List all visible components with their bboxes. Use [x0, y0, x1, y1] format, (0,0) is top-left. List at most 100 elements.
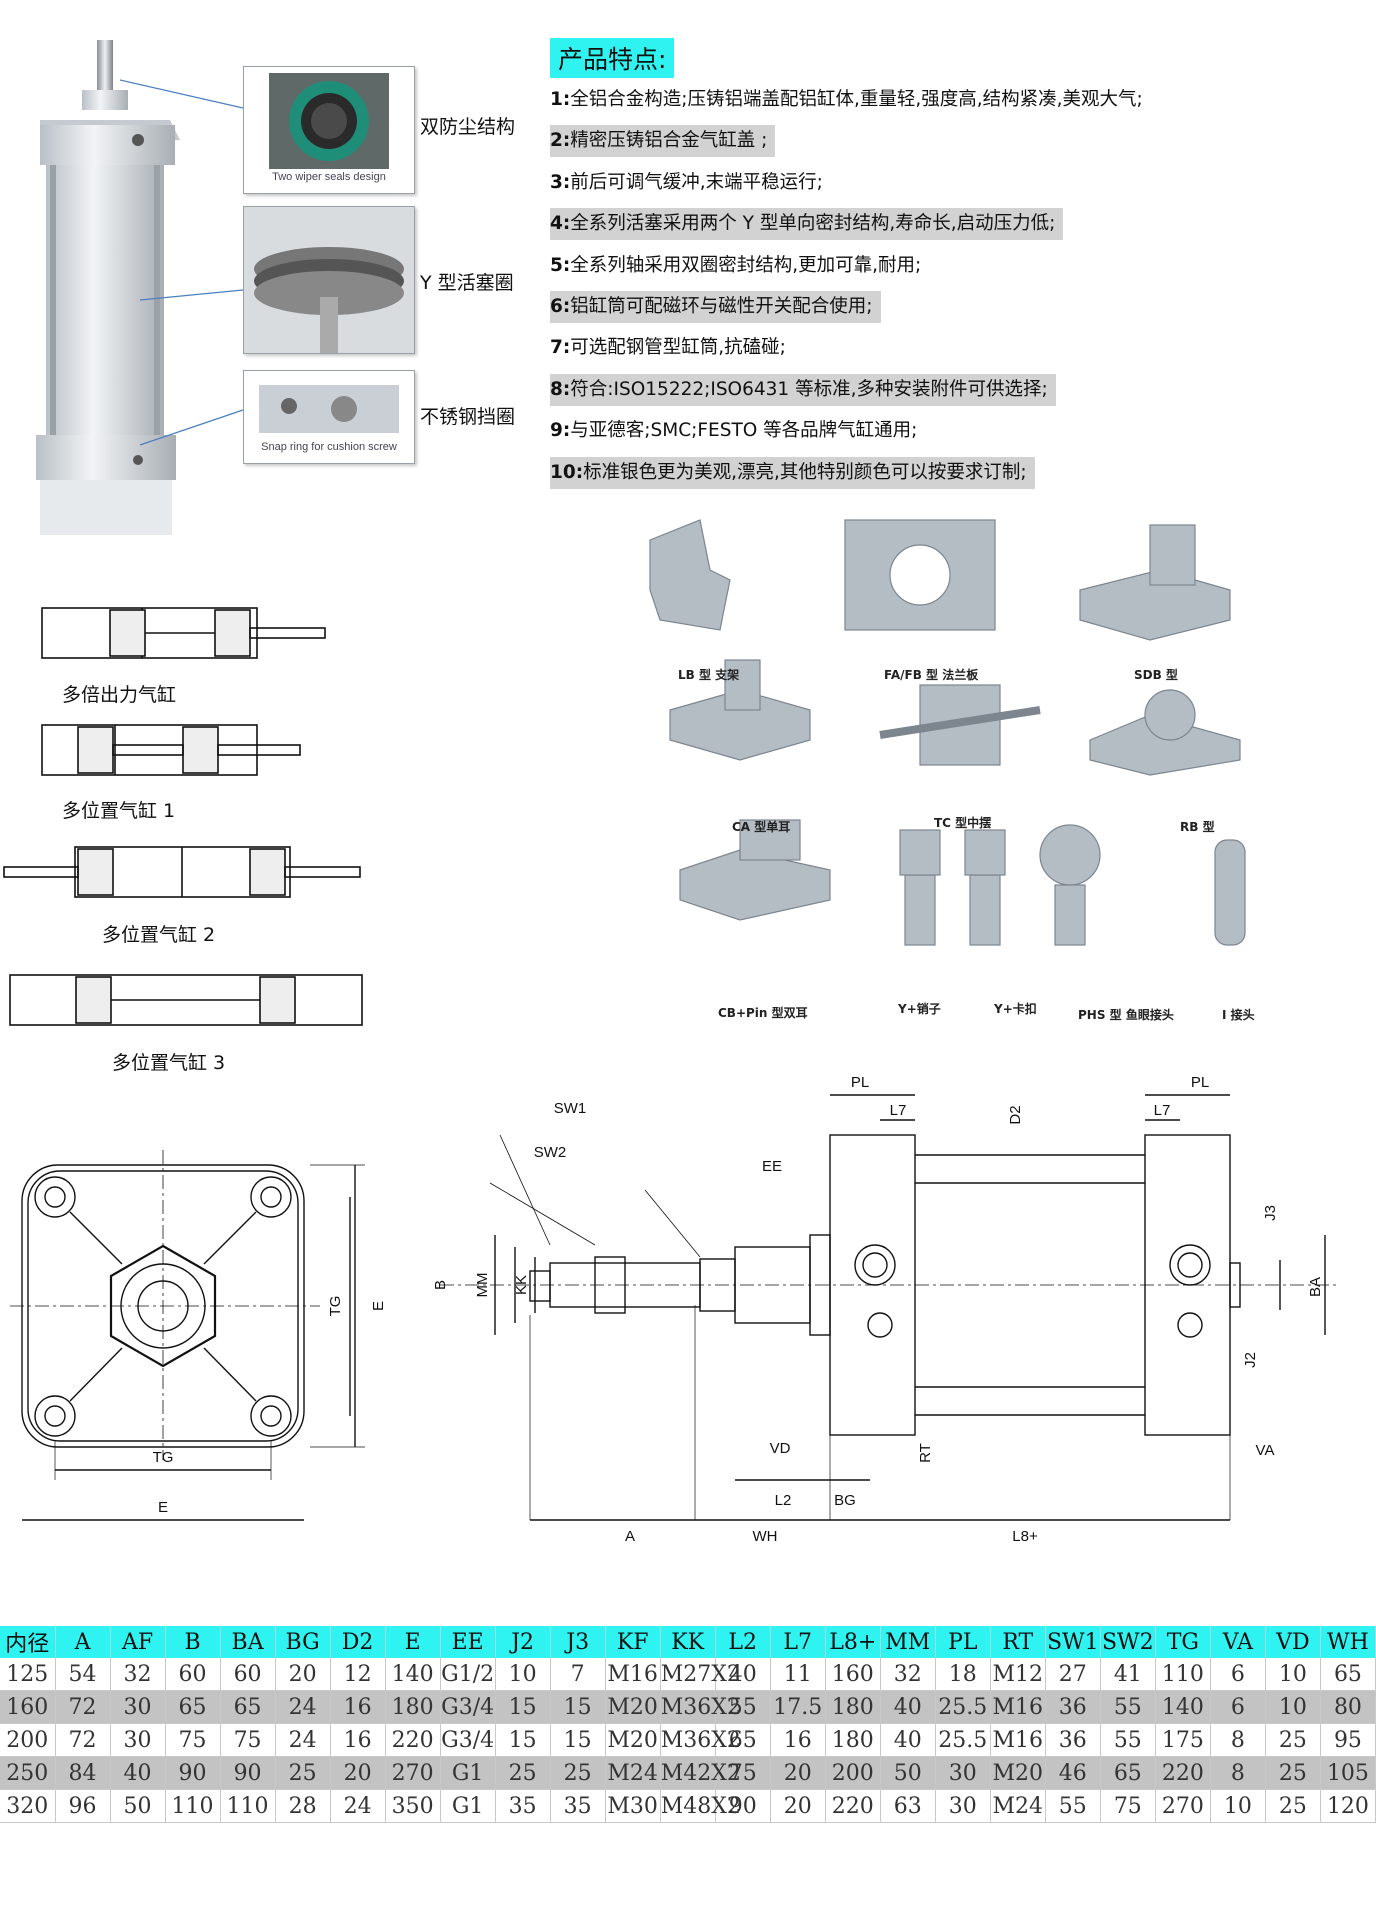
table-cell: 32 [110, 1658, 166, 1691]
table-cell: 220 [825, 1789, 881, 1823]
feature-text: 全系列活塞采用两个 Y 型单向密封结构,寿命长,启动压力低; [570, 213, 1056, 235]
cylinder-label-1: 多倍出力气缸 [62, 684, 177, 706]
feature-number: 5: [550, 254, 571, 276]
side-view-drawing: PL L7 D2 PL L7 SW1 SW2 EE B MM KK J3 BA … [432, 1074, 1340, 1545]
sdb-mount-icon [1079, 524, 1231, 641]
accessory-label-rb: RB 型 [1180, 820, 1215, 834]
table-cell: 28 [275, 1789, 331, 1823]
table-header-cell: B [165, 1626, 221, 1658]
table-header-cell: WH [1320, 1626, 1376, 1658]
table-cell: 20 [275, 1658, 331, 1691]
table-cell: M36X2 [660, 1723, 741, 1757]
feature-number: 1: [550, 89, 571, 110]
table-cell: 40 [110, 1756, 166, 1790]
table-header-cell: A [55, 1626, 111, 1658]
table-cell: 350 [385, 1789, 441, 1823]
table-header-cell: L7 [770, 1626, 826, 1658]
feature-text: 铝缸筒可配磁环与磁性开关配合使用; [570, 296, 873, 317]
feature-item: 6:铝缸筒可配磁环与磁性开关配合使用; [550, 291, 881, 323]
table-cell: 18 [935, 1658, 991, 1691]
table-cell: 250 [0, 1756, 56, 1790]
dim-wh: WH [753, 1528, 778, 1545]
dim-l7-right: L7 [1154, 1102, 1171, 1119]
table-cell: 30 [935, 1756, 991, 1790]
table-cell: 270 [1155, 1789, 1211, 1823]
dim-sw2: SW2 [534, 1144, 567, 1161]
dim-e-horizontal: E [158, 1499, 168, 1516]
table-cell: 200 [0, 1723, 56, 1757]
cylinder-schematic-1 [41, 607, 326, 659]
accessory-label-lb: LB 型 支架 [678, 668, 740, 682]
feature-number: 8: [550, 378, 571, 400]
table-cell: M27X2 [660, 1658, 741, 1691]
table-cell: 60 [220, 1658, 276, 1691]
cylinder-schematic-4 [9, 974, 363, 1026]
table-cell: 36 [1045, 1723, 1101, 1757]
dim-ba: BA [1307, 1277, 1324, 1297]
cb-pin-double-ear-icon [679, 819, 831, 921]
table-cell: 140 [1155, 1690, 1211, 1724]
feature-item: 5:全系列轴采用双圈密封结构,更加可靠,耐用; [550, 250, 929, 282]
lb-bracket-icon [649, 519, 731, 631]
table-cell: M48X2 [660, 1789, 741, 1823]
dim-j2: J2 [1242, 1352, 1259, 1368]
table-header-cell: L8+ [825, 1626, 881, 1658]
table-cell: 320 [0, 1789, 56, 1823]
table-cell: 6 [1210, 1690, 1266, 1724]
feature-text: 可选配钢管型缸筒,抗磕碰; [570, 337, 786, 359]
table-cell: 140 [385, 1658, 441, 1691]
dim-kk: KK [513, 1275, 530, 1295]
table-cell: 10 [1265, 1658, 1321, 1691]
table-cell: 72 [55, 1723, 111, 1757]
table-header-cell: SW2 [1100, 1626, 1156, 1658]
table-cell: 80 [1320, 1690, 1376, 1724]
accessory-label-y-clip: Y+卡扣 [994, 1002, 1037, 1016]
wiper-seal-icon [269, 73, 389, 169]
table-cell: 50 [880, 1756, 936, 1790]
ca-single-ear-icon [669, 659, 811, 761]
cylinder-label-2: 多位置气缸 1 [62, 800, 176, 822]
dim-va: VA [1256, 1442, 1275, 1459]
table-cell: 6 [1210, 1658, 1266, 1691]
table-header-cell: RT [990, 1626, 1046, 1658]
feature-text: 全系列轴采用双圈密封结构,更加可靠,耐用; [570, 254, 922, 276]
dim-bg: BG [834, 1492, 856, 1509]
dim-mm: MM [474, 1273, 491, 1298]
callout-leader-lines [119, 79, 244, 446]
table-cell: 25 [275, 1756, 331, 1790]
cylinder-product-photo [36, 40, 180, 535]
table-cell: 25.5 [935, 1690, 991, 1724]
table-cell: 90 [220, 1756, 276, 1790]
callout-piston-seal-image [243, 206, 415, 354]
table-cell: 8 [1210, 1756, 1266, 1790]
table-cell: 110 [1155, 1658, 1211, 1691]
dim-tg-horizontal: TG [153, 1449, 174, 1466]
table-cell: 10 [1210, 1789, 1266, 1823]
table-cell: 65 [1100, 1756, 1156, 1790]
table-header-cell: BA [220, 1626, 276, 1658]
table-cell: 17.5 [770, 1690, 826, 1724]
dim-a: A [625, 1528, 635, 1545]
feature-item: 8:符合:ISO15222;ISO6431 等标准,多种安装附件可供选择; [550, 373, 1056, 406]
table-cell: 35 [495, 1789, 551, 1823]
table-header-cell: MM [880, 1626, 936, 1658]
features-title: 产品特点: [550, 38, 675, 78]
table-cell: 125 [0, 1658, 56, 1691]
table-header-cell: VA [1210, 1626, 1266, 1658]
feature-number: 3: [550, 171, 571, 193]
dim-ee: EE [762, 1158, 782, 1175]
table-cell: 41 [1100, 1658, 1156, 1691]
table-cell: 10 [495, 1658, 551, 1691]
table-cell: G1 [440, 1756, 496, 1790]
table-header-cell: D2 [330, 1626, 386, 1658]
table-cell: M42X2 [660, 1756, 741, 1790]
table-header-cell: J3 [550, 1626, 606, 1658]
table-cell: 15 [495, 1690, 551, 1724]
table-cell: 25 [1265, 1756, 1321, 1790]
table-header-cell: SW1 [1045, 1626, 1101, 1658]
table-header-cell: J2 [495, 1626, 551, 1658]
dim-l7-left: L7 [890, 1102, 907, 1119]
